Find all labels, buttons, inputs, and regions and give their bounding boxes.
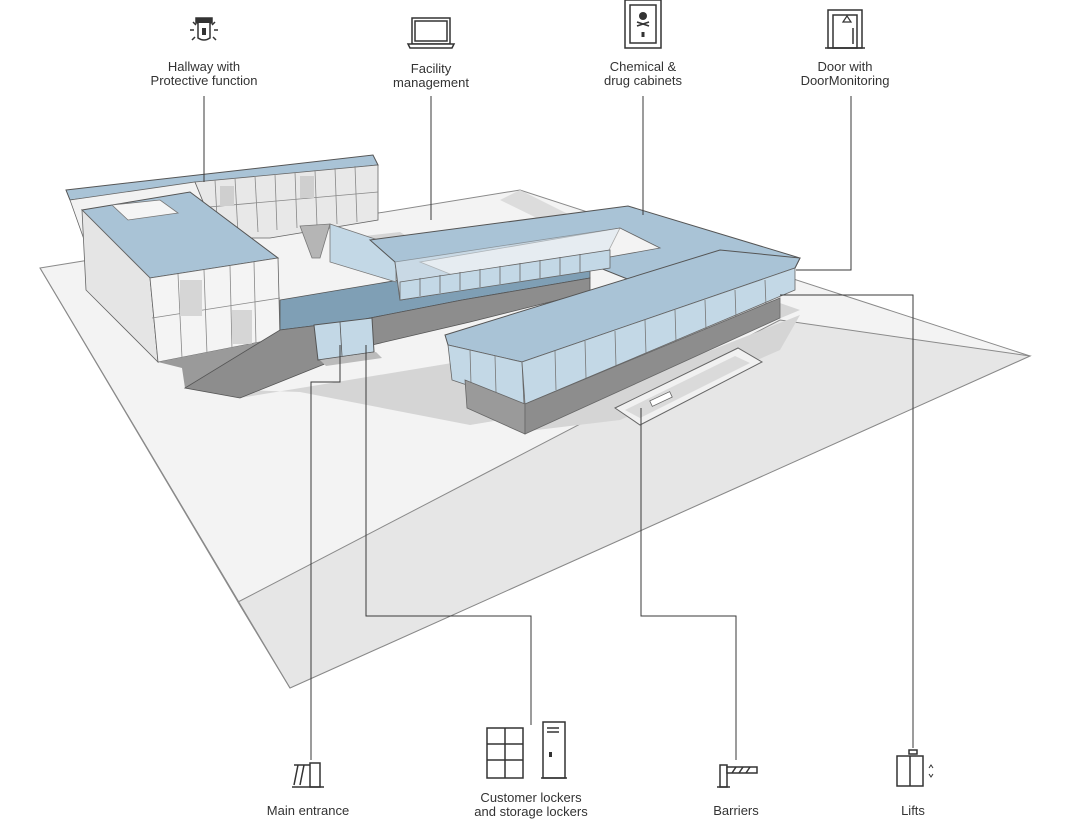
callout-lines (203, 96, 914, 760)
turnstile-icon (292, 762, 324, 788)
label-facility: Facility management (393, 62, 469, 90)
label-chemical-line2: drug cabinets (603, 73, 683, 88)
lockers-leader (365, 345, 532, 725)
lift-icon (896, 749, 934, 787)
label-door: Door with DoorMonitoring (801, 60, 890, 88)
label-hallway: Hallway with Protective function (151, 60, 258, 88)
laptop-icon (406, 17, 456, 49)
garage-ramp (614, 347, 764, 426)
main-entrance-leader (310, 345, 341, 760)
label-lifts-line1: Lifts (901, 803, 925, 818)
label-hallway-line1: Hallway with (167, 59, 241, 74)
lockers-icon (486, 721, 567, 779)
door-leader (796, 96, 852, 271)
label-door-line2: DoorMonitoring (800, 73, 890, 88)
label-lockers-line1: Customer lockers (480, 790, 582, 805)
label-lockers: Customer lockers and storage lockers (474, 791, 587, 819)
label-lifts: Lifts (901, 804, 925, 818)
label-door-line1: Door with (817, 59, 873, 74)
lifts-leader (780, 294, 914, 748)
barriers-leader (640, 408, 737, 760)
alarm-light-icon (190, 17, 218, 41)
hazard-cabinet-icon (624, 0, 662, 49)
label-hallway-line2: Protective function (150, 73, 258, 88)
label-facility-line2: management (393, 75, 469, 90)
label-lockers-line2: and storage lockers (474, 804, 588, 819)
monitored-door-icon (825, 9, 865, 49)
barrier-gate-icon (717, 764, 758, 788)
label-facility-line1: Facility (410, 61, 452, 76)
label-main-entrance: Main entrance (267, 804, 349, 818)
label-chemical: Chemical & drug cabinets (604, 60, 682, 88)
label-main-entrance-line1: Main entrance (266, 803, 350, 818)
label-barriers: Barriers (713, 804, 759, 818)
label-barriers-line1: Barriers (713, 803, 759, 818)
front-right-wing (444, 249, 801, 435)
label-chemical-line1: Chemical & (609, 59, 677, 74)
